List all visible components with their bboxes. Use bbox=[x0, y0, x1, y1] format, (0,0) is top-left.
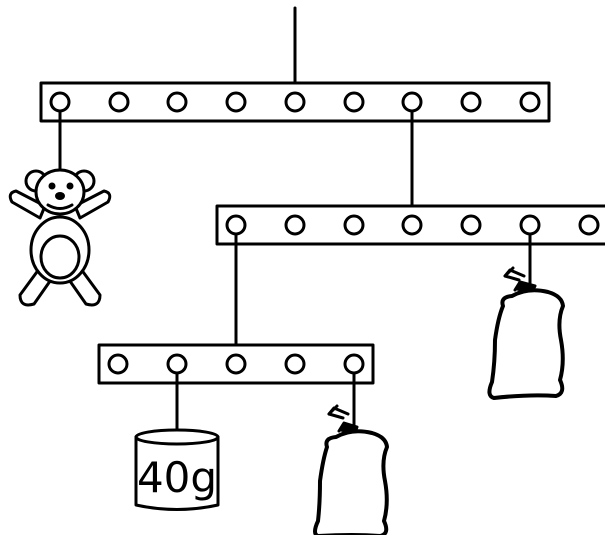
beam-hole bbox=[166, 91, 188, 113]
beam-hole bbox=[401, 214, 423, 236]
beam-hole bbox=[519, 91, 541, 113]
beam-hole bbox=[225, 353, 247, 375]
beam-hole bbox=[460, 214, 482, 236]
beam-hole bbox=[284, 91, 306, 113]
beam-hole bbox=[284, 214, 306, 236]
beam-hole bbox=[343, 91, 365, 113]
beam-hole bbox=[108, 91, 130, 113]
sack-icon bbox=[487, 266, 565, 400]
beam-hole bbox=[107, 353, 129, 375]
beam-hole bbox=[578, 214, 600, 236]
middle-beam bbox=[215, 204, 605, 246]
top-beam bbox=[39, 81, 551, 123]
weight-40g-icon bbox=[134, 428, 220, 511]
beam-hole bbox=[225, 91, 247, 113]
beam-hole bbox=[460, 91, 482, 113]
sack-icon bbox=[313, 404, 389, 535]
bottom-beam bbox=[97, 343, 375, 385]
beam-hole bbox=[343, 214, 365, 236]
beam-hole bbox=[284, 353, 306, 375]
teddy-bear-icon bbox=[8, 168, 112, 307]
weight-label: 40g bbox=[137, 453, 217, 502]
